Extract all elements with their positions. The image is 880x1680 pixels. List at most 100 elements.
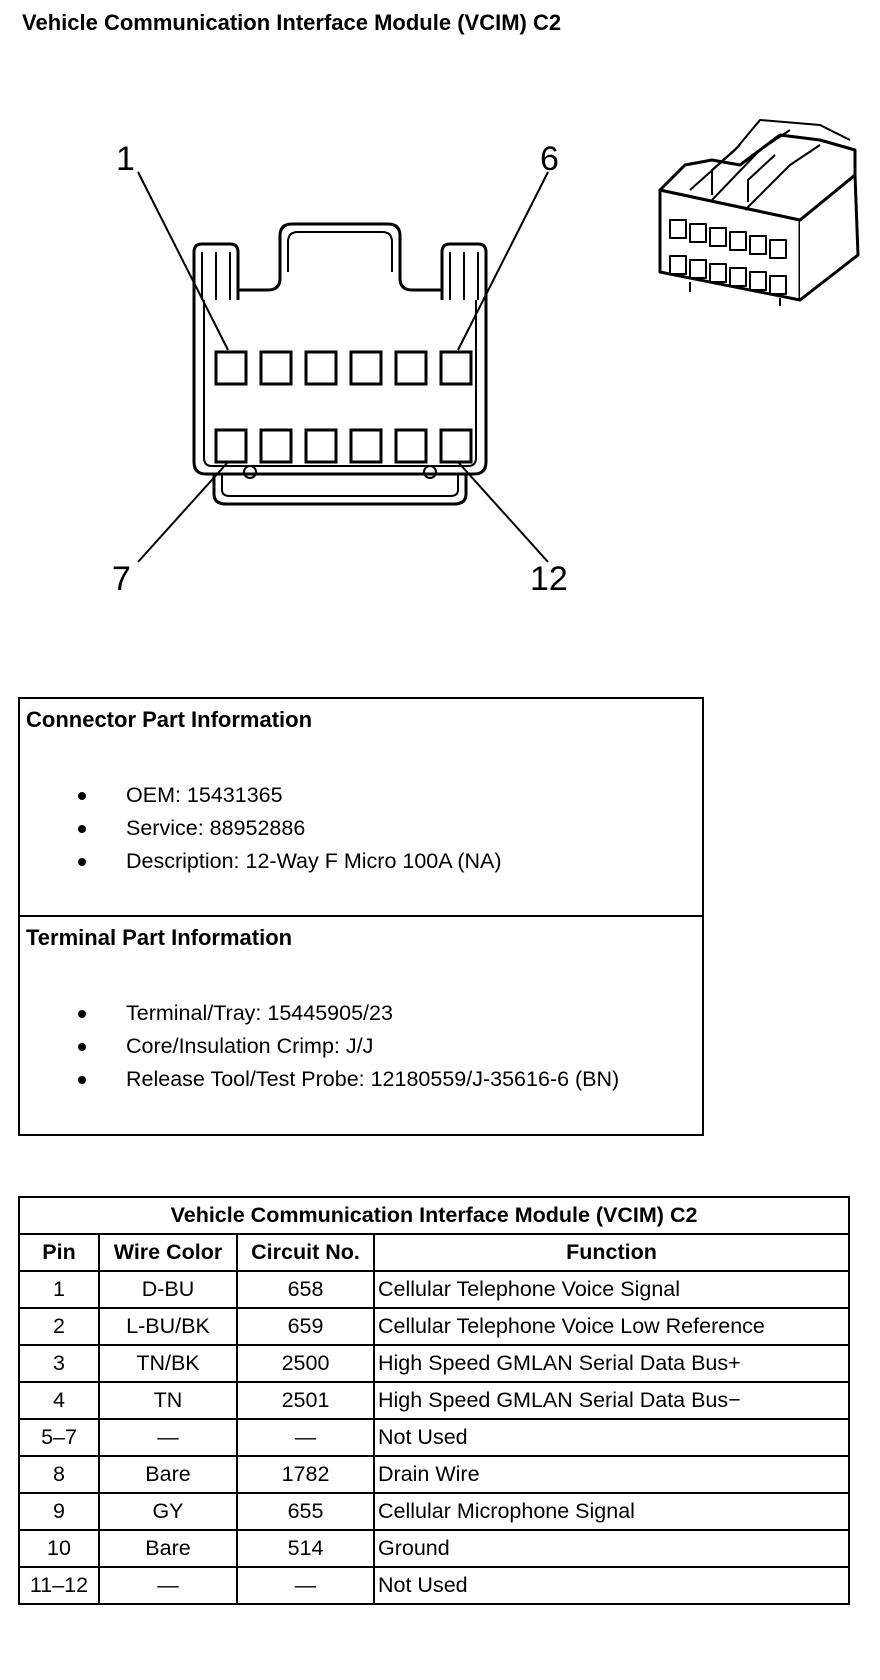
connector-part-section: Connector Part Information OEM: 15431365… (20, 699, 702, 917)
cavity-1 (214, 350, 248, 386)
cell-function: High Speed GMLAN Serial Data Bus+ (372, 1344, 851, 1383)
cell-function: Cellular Telephone Voice Low Reference (372, 1307, 851, 1346)
leader-lines (137, 171, 549, 563)
connector-description: Description: 12-Way F Micro 100A (NA) (126, 849, 502, 873)
bullet-icon (78, 792, 86, 800)
iso-cavity (749, 271, 767, 291)
cell-wire-color: — (98, 1418, 238, 1457)
header-pin: Pin (18, 1233, 100, 1272)
iso-cavity (709, 263, 727, 283)
iso-cavity (669, 255, 687, 275)
terminal-part-list: Terminal/Tray: 15445905/23 Core/Insulati… (20, 997, 619, 1096)
cavity-4 (349, 350, 383, 386)
connector-part-heading: Connector Part Information (26, 707, 313, 732)
cavity-10 (349, 428, 383, 464)
iso-cavity (729, 267, 747, 287)
cell-pin: 2 (18, 1307, 100, 1346)
cell-circuit-no: 2500 (236, 1344, 375, 1383)
cavity-row-top (214, 350, 473, 386)
cell-circuit-no: 514 (236, 1529, 375, 1568)
cell-pin: 4 (18, 1381, 100, 1420)
iso-cavity (709, 227, 727, 247)
cell-pin: 10 (18, 1529, 100, 1568)
cell-circuit-no: 659 (236, 1307, 375, 1346)
cell-wire-color: — (98, 1566, 238, 1605)
cell-pin: 3 (18, 1344, 100, 1383)
header-wire-color: Wire Color (98, 1233, 238, 1272)
list-item: Terminal/Tray: 15445905/23 (20, 997, 619, 1030)
list-item: Service: 88952886 (20, 812, 502, 845)
connector-face-view (192, 222, 488, 506)
terminal-tray: Terminal/Tray: 15445905/23 (126, 1001, 393, 1025)
terminal-crimp: Core/Insulation Crimp: J/J (126, 1034, 374, 1058)
cell-circuit-no: 658 (236, 1270, 375, 1309)
cell-wire-color: D-BU (98, 1270, 238, 1309)
cell-wire-color: L-BU/BK (98, 1307, 238, 1346)
terminal-part-heading: Terminal Part Information (26, 925, 293, 950)
cell-pin: 5–7 (18, 1418, 100, 1457)
bullet-icon (78, 1043, 86, 1051)
list-item: Core/Insulation Crimp: J/J (20, 1030, 619, 1063)
iso-cavity (749, 235, 767, 255)
table-row: 5–7——Not Used (18, 1418, 851, 1457)
cell-function: Not Used (372, 1418, 851, 1457)
cell-pin: 11–12 (18, 1566, 100, 1605)
bullet-icon (78, 825, 86, 833)
cell-wire-color: Bare (98, 1455, 238, 1494)
cell-pin: 1 (18, 1270, 100, 1309)
list-item: OEM: 15431365 (20, 779, 502, 812)
terminal-part-section: Terminal Part Information Terminal/Tray:… (20, 917, 702, 1134)
cell-function: Cellular Microphone Signal (372, 1492, 851, 1531)
list-item: Description: 12-Way F Micro 100A (NA) (20, 845, 502, 878)
iso-cavity (769, 239, 787, 259)
connector-isometric-view (658, 119, 860, 306)
table-row: 11–12——Not Used (18, 1566, 851, 1605)
cell-wire-color: GY (98, 1492, 238, 1531)
table-title: Vehicle Communication Interface Module (… (17, 1196, 851, 1235)
cell-circuit-no: — (236, 1418, 375, 1457)
iso-cavity (669, 219, 687, 239)
pin-table: Vehicle Communication Interface Module (… (17, 1196, 851, 1605)
cavity-7 (214, 428, 248, 464)
cell-circuit-no: 655 (236, 1492, 375, 1531)
page-title: Vehicle Communication Interface Module (… (22, 10, 562, 35)
connector-part-list: OEM: 15431365 Service: 88952886 Descript… (20, 779, 502, 878)
cell-function: Drain Wire (372, 1455, 851, 1494)
bullet-icon (78, 858, 86, 866)
bullet-icon (78, 1010, 86, 1018)
cell-pin: 9 (18, 1492, 100, 1531)
cavity-11 (394, 428, 428, 464)
cell-circuit-no: 1782 (236, 1455, 375, 1494)
cell-pin: 8 (18, 1455, 100, 1494)
iso-cavity (689, 223, 707, 243)
iso-cavity (769, 275, 787, 295)
cell-wire-color: Bare (98, 1529, 238, 1568)
connector-diagram: 1 6 7 12 (112, 119, 860, 598)
cavity-3 (304, 350, 338, 386)
part-info-box: Connector Part Information OEM: 15431365… (18, 697, 704, 1136)
pin-label-6: 6 (540, 140, 559, 178)
cavity-2 (259, 350, 293, 386)
cell-function: Cellular Telephone Voice Signal (372, 1270, 851, 1309)
cell-wire-color: TN (98, 1381, 238, 1420)
cell-circuit-no: — (236, 1566, 375, 1605)
pin-label-1: 1 (116, 140, 135, 178)
iso-cavity (729, 231, 747, 251)
cell-wire-color: TN/BK (98, 1344, 238, 1383)
cell-circuit-no: 2501 (236, 1381, 375, 1420)
cavity-5 (394, 350, 428, 386)
connector-service: Service: 88952886 (126, 816, 306, 840)
cell-function: High Speed GMLAN Serial Data Bus− (372, 1381, 851, 1420)
terminal-release-tool: Release Tool/Test Probe: 12180559/J-3561… (126, 1067, 620, 1091)
iso-cavity (689, 259, 707, 279)
bullet-icon (78, 1076, 86, 1084)
cell-function: Not Used (372, 1566, 851, 1605)
cavity-6 (439, 350, 473, 386)
list-item: Release Tool/Test Probe: 12180559/J-3561… (20, 1063, 619, 1096)
